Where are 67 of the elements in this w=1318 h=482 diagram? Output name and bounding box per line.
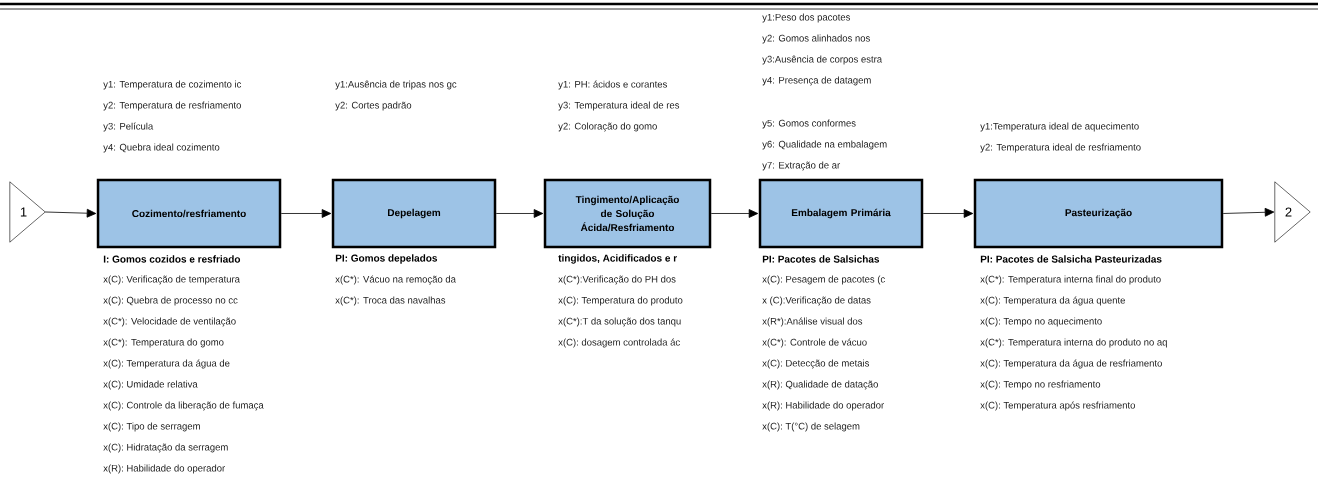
variable-text: x(C): Temperatura da água de	[103, 359, 230, 369]
variable-text: x(R): Qualidade de datação	[762, 380, 878, 390]
arrow	[280, 209, 332, 218]
output-text: PI: Gomos depelados	[335, 254, 438, 264]
variable-text: x(C*): Controle de vácuo	[762, 338, 867, 348]
characteristic-text: y2: Gomos alinhados nos	[762, 34, 870, 44]
arrow	[710, 209, 759, 218]
characteristic-text: y4: Quebra ideal cozimento	[103, 143, 220, 153]
characteristic-text: y3: Temperatura ideal de res	[558, 101, 680, 111]
process-box: Cozimento/resfriamento	[96, 178, 282, 249]
variable-text: x(R): Habilidade do operador	[762, 401, 884, 411]
variable-text: x(C*):T da solução dos tanqu	[558, 317, 681, 327]
characteristic-text: y1:Ausência de tripas nos gc	[335, 80, 457, 90]
output-text: tingidos, Acidificados e r	[558, 254, 677, 264]
variable-text: x(C*): Temperatura do gomo	[103, 338, 224, 348]
process-box: Pasteurização	[973, 178, 1224, 249]
variable-text: x(C): Controle da liberação de fumaça	[103, 401, 264, 411]
characteristic-text: y7: Extração de ar	[762, 161, 840, 171]
variable-text: x(C*): Temperatura interna do produto no aq	[980, 338, 1167, 348]
characteristic-text: y4: Presença de datagem	[762, 76, 871, 86]
variable-text: x(C): Quebra de processo no cc	[103, 296, 238, 306]
characteristic-text: y2: Temperatura de resfriamento	[103, 101, 241, 111]
variable-text: x(C): Hidratação da serragem	[103, 443, 228, 453]
variable-text: x(C): Tipo de serragem	[103, 422, 200, 432]
variable-text: x(R*):Análise visual dos	[762, 317, 863, 327]
characteristic-text: y3:Ausência de corpos estra	[762, 55, 883, 65]
arrow	[44, 208, 97, 218]
variable-text: x(C): Temperatura do produto	[558, 296, 683, 306]
off-page-connector: 1	[9, 181, 46, 243]
variable-text: x (C):Verificação de datas	[762, 296, 871, 306]
characteristic-text: y1: Temperatura de cozimento ic	[103, 80, 242, 90]
variable-text: x(R): Habilidade do operador	[103, 464, 225, 474]
variable-text: x(C): Detecção de metais	[762, 359, 869, 369]
process-box: Embalagem Primária	[758, 178, 924, 249]
characteristic-text: y1: PH: ácidos e corantes	[558, 80, 667, 90]
variable-text: x(C): Tempo no aquecimento	[980, 317, 1102, 327]
characteristic-text: y2: Coloração do gomo	[558, 122, 657, 132]
variable-text: x(C*): Temperatura interna final do produto	[980, 275, 1161, 285]
variable-text: x(C*): Velocidade de ventilação	[103, 317, 236, 327]
arrow	[922, 209, 974, 218]
characteristic-text: y1:Temperatura ideal de aquecimento	[980, 122, 1139, 132]
variable-text: x(C*): Vácuo na remoção da	[335, 275, 456, 285]
variable-text: x(C*):Verificação do PH dos	[558, 275, 676, 285]
characteristic-text: y1:Peso dos pacotes	[762, 13, 851, 23]
variable-text: x(C): Temperatura da água de resfriamento	[980, 359, 1162, 369]
variable-text: x(C): Pesagem de pacotes (c	[762, 275, 885, 285]
variable-text: x(C): Umidade relativa	[103, 380, 198, 390]
variable-text: x(C*): Troca das navalhas	[335, 296, 446, 306]
off-page-connector: 2	[1274, 181, 1311, 243]
characteristic-text: y5: Gomos conformes	[762, 119, 856, 129]
output-text: I: Gomos cozidos e resfriado	[103, 255, 241, 263]
output-text: PI: Pacotes de Salsichas	[762, 255, 880, 263]
characteristic-text: y6: Qualidade na embalagem	[762, 140, 887, 150]
variable-text: x(C): Temperatura da água quente	[980, 296, 1125, 306]
arrow	[1222, 207, 1275, 217]
characteristic-text: y3: Película	[103, 122, 154, 132]
process-box: Tingimento/Aplicação de Solução Ácida/Resfriamento	[543, 178, 712, 249]
variable-text: x(C): Verificação de temperatura	[103, 275, 240, 285]
characteristic-text: y2: Cortes padrão	[335, 101, 412, 111]
variable-text: x(C): Temperatura após resfriamento	[980, 401, 1135, 411]
characteristic-text: y2: Temperatura ideal de resfriamento	[980, 143, 1141, 153]
output-text: PI: Pacotes de Salsicha Pasteurizadas	[980, 255, 1162, 263]
variable-text: x(C): Tempo no resfriamento	[980, 380, 1101, 390]
process-box: Depelagem	[331, 178, 497, 249]
variable-text: x(C): T(°C) de selagem	[762, 422, 860, 432]
arrow	[495, 209, 544, 218]
variable-text: x(C): dosagem controlada ác	[558, 338, 680, 348]
